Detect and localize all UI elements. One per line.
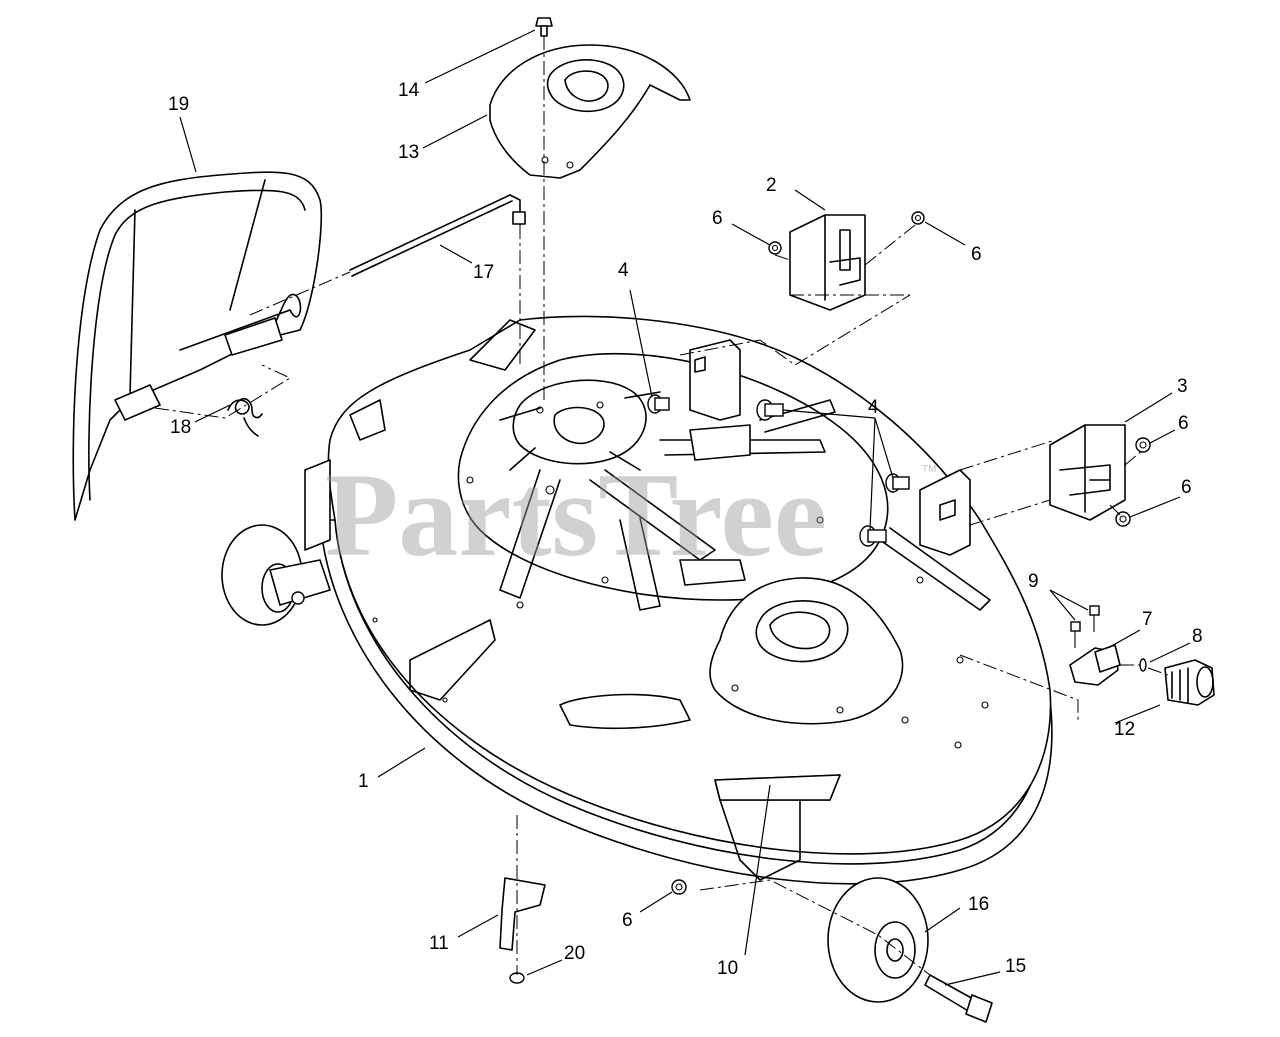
clevis-pin xyxy=(885,473,910,493)
callout-6: 6 xyxy=(712,208,723,229)
callout-6: 6 xyxy=(622,910,633,931)
deck-mount-bracket-rear xyxy=(689,339,751,461)
hex-nut xyxy=(1115,511,1131,527)
callout-6: 6 xyxy=(1181,477,1192,498)
wheel-shoulder-bolt xyxy=(924,974,993,1023)
deflector-rod xyxy=(349,194,526,277)
mounting-bracket xyxy=(499,877,546,951)
callout-20: 20 xyxy=(564,943,585,964)
callout-19: 19 xyxy=(168,94,189,115)
callout-8: 8 xyxy=(1192,626,1203,647)
assembly-lines xyxy=(154,36,1169,976)
callout-9: 9 xyxy=(1028,571,1039,592)
front-deck-wheel xyxy=(827,877,929,1003)
callout-2: 2 xyxy=(766,175,777,196)
wash-port-bolt xyxy=(1089,605,1100,632)
clevis-pin xyxy=(756,399,784,421)
clevis-pin xyxy=(647,394,670,414)
callout-10: 10 xyxy=(717,958,738,979)
wash-port-elbow xyxy=(1069,644,1121,686)
height-bracket-lower xyxy=(1049,424,1126,521)
callout-17: 17 xyxy=(473,262,494,283)
callout-14: 14 xyxy=(398,80,420,101)
spindle-cover xyxy=(489,44,691,179)
callout-12: 12 xyxy=(1114,719,1135,740)
callout-1: 1 xyxy=(358,771,369,792)
callout-leaders xyxy=(179,29,1191,986)
callout-4: 4 xyxy=(618,260,629,281)
hex-nut xyxy=(768,241,782,255)
hose-connector-cap xyxy=(1164,659,1215,706)
clevis-pin xyxy=(859,525,887,547)
hex-nut xyxy=(911,211,925,225)
grass-deflector xyxy=(72,171,323,521)
callout-6: 6 xyxy=(1178,413,1189,434)
mower-deck-housing xyxy=(319,315,1053,885)
cover-bolt xyxy=(535,17,553,37)
hex-nut xyxy=(671,879,687,895)
wash-port-bolt xyxy=(1070,621,1081,648)
callout-18: 18 xyxy=(170,417,191,438)
deflector-spring xyxy=(227,397,263,437)
callout-16: 16 xyxy=(968,894,989,915)
height-bracket-upper xyxy=(789,214,866,311)
o-ring xyxy=(1139,658,1147,672)
callout-15: 15 xyxy=(1005,956,1026,977)
watermark: PartsTree xyxy=(325,448,827,581)
callout-11: 11 xyxy=(429,933,449,954)
callout-4: 4 xyxy=(868,397,879,418)
callout-7: 7 xyxy=(1142,609,1153,630)
watermark-trademark: TM xyxy=(922,464,936,475)
callouts: 1 2 3 4 4 6 6 6 6 6 7 8 9 10 11 12 13 14… xyxy=(168,80,1203,979)
callout-3: 3 xyxy=(1177,376,1188,397)
callout-6: 6 xyxy=(971,244,982,265)
hex-nut xyxy=(1135,437,1151,453)
rear-deck-wheel xyxy=(221,459,331,626)
discharge-baffle xyxy=(714,774,841,801)
callout-13: 13 xyxy=(398,142,419,163)
